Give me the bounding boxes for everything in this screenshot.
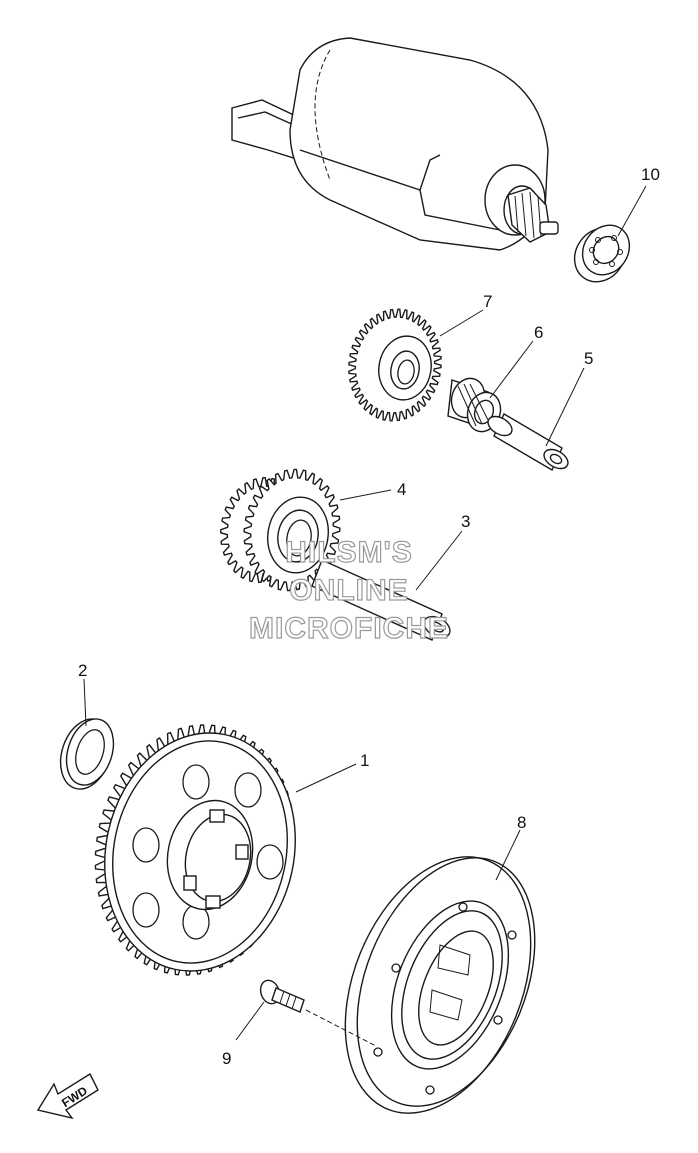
callout-4: 4 <box>397 480 406 499</box>
watermark-line-3: MICROFICHE <box>248 611 449 645</box>
callout-6: 6 <box>534 323 543 342</box>
shaft-part-5 <box>487 413 569 471</box>
starter-motor <box>231 37 559 251</box>
clutch-part-8 <box>344 856 536 1114</box>
leader-lines <box>83 185 647 1041</box>
callout-2: 2 <box>78 661 87 680</box>
gear-part-1 <box>94 724 296 976</box>
needle-bearing-part-6 <box>447 377 502 433</box>
gear-part-7 <box>348 308 442 422</box>
pin-part-3 <box>311 559 451 641</box>
washer-part-2 <box>59 718 115 790</box>
callout-5: 5 <box>584 349 593 368</box>
gear-part-4 <box>219 468 341 592</box>
callout-7: 7 <box>483 292 492 311</box>
bolt-part-9 <box>259 979 377 1047</box>
callout-3: 3 <box>461 512 470 531</box>
callout-9: 9 <box>222 1049 231 1068</box>
fwd-arrow-icon: FWD <box>36 1072 99 1120</box>
callout-10: 10 <box>641 165 660 184</box>
watermark-line-1: HILSM'S <box>285 535 413 569</box>
watermark-line-2: ONLINE <box>289 573 409 607</box>
bearing-part-10 <box>573 224 631 283</box>
callout-8: 8 <box>517 813 526 832</box>
callout-1: 1 <box>360 751 369 770</box>
